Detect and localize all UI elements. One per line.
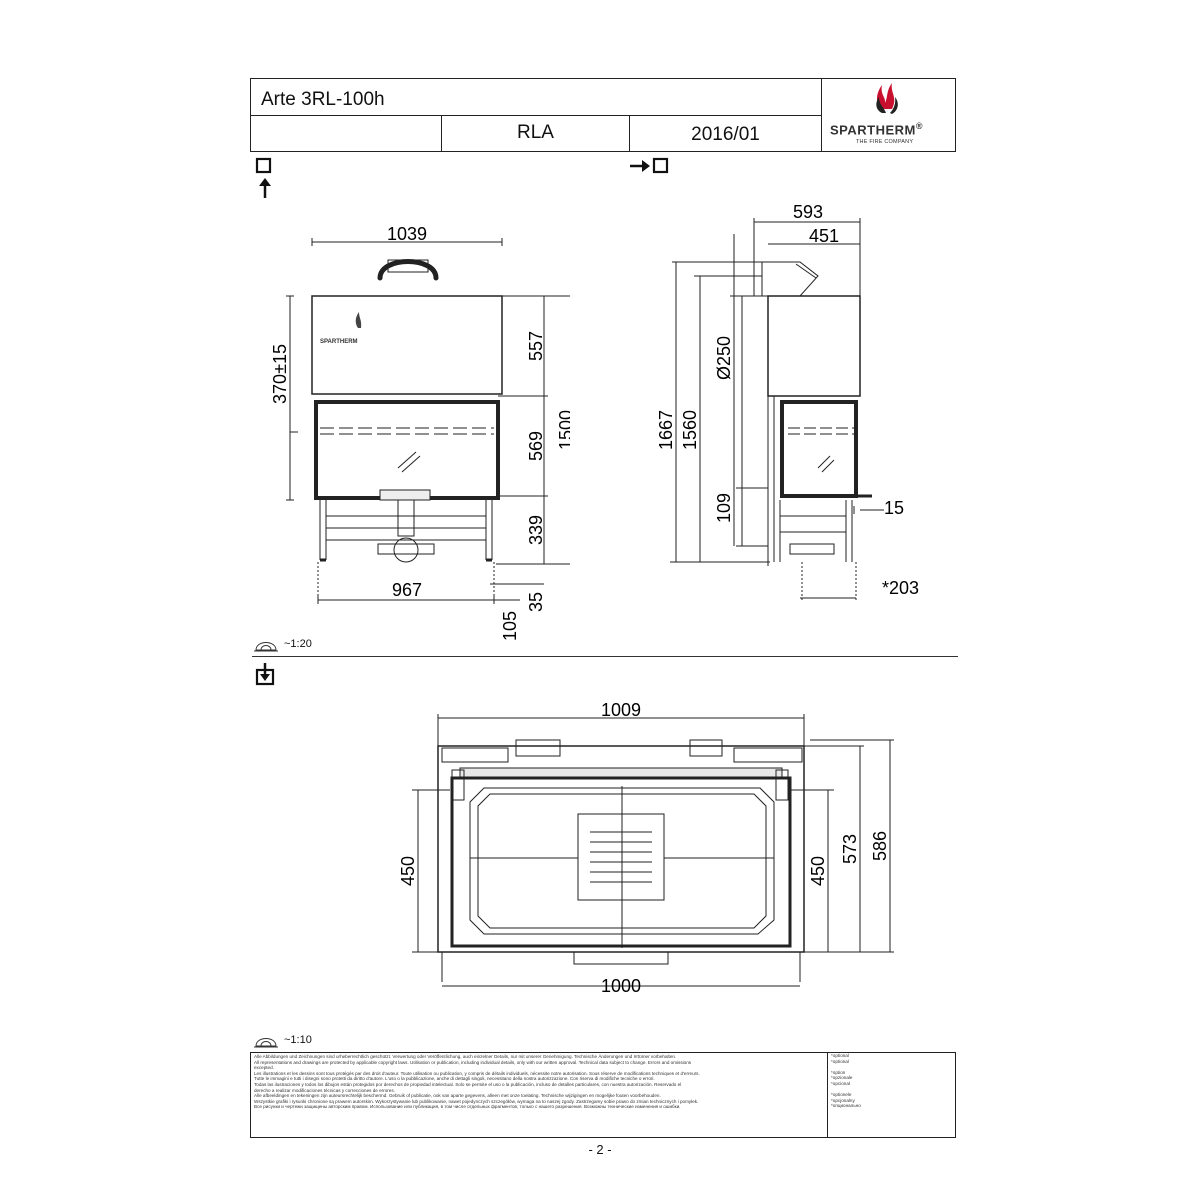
disclaimer-line: Les illustrations et les dessins sont to… [254, 1070, 700, 1076]
option-legend: *optional *optional *option *opzionale *… [827, 1053, 955, 1137]
scale-lower: ~1:10 [284, 1034, 312, 1046]
dim-front-base: 339 [526, 515, 546, 545]
option-line: *option [831, 1069, 846, 1075]
model-name: Arte 3RL-100h [251, 79, 822, 116]
dim-plan-depth-left: 450 [398, 856, 418, 886]
option-line: *opzionale [831, 1075, 853, 1081]
dim-front-glass: 569 [526, 431, 546, 461]
dim-side-option-depth: *203 [882, 578, 919, 598]
front-view-arrow-icon [255, 157, 272, 198]
option-line: *optional [831, 1058, 849, 1064]
option-line: *optional [831, 1053, 849, 1058]
revision-date: 2016/01 [630, 116, 822, 152]
section-divider [252, 656, 958, 657]
disclaimer-line: Все рисунки и чертежи защищены авторским… [254, 1104, 681, 1110]
dim-front-tolerance: 370±15 [270, 344, 290, 404]
disclaimer-line: Todas las ilustraciones y todos los dibu… [254, 1081, 682, 1087]
option-line: *optionele [831, 1092, 852, 1098]
dim-side-frame: 15 [884, 498, 904, 518]
scale-icon-upper [254, 642, 278, 652]
option-line: *опционально [831, 1103, 861, 1109]
plan-view: 1009 1000 450 450 573 586 [398, 700, 894, 996]
option-line: *opcional [831, 1080, 850, 1086]
side-view: 593 451 Ø250 1667 1560 109 15 *203 [656, 202, 919, 602]
disclaimer-line: derecho a realizar modificaciones técnic… [254, 1087, 395, 1093]
dim-front-hood: 557 [526, 331, 546, 361]
top-view-arrow-icon [255, 663, 275, 686]
dim-side-height-flue: 1667 [656, 410, 676, 450]
dim-plan-width-outer: 1009 [601, 700, 641, 720]
dim-front-width-top: 1039 [387, 224, 427, 244]
dim-plan-depth-total: 586 [870, 831, 890, 861]
dim-side-depth-body: 451 [809, 226, 839, 246]
disclaimer-line: Tutte le immagini e tutti i disegni sono… [254, 1076, 655, 1082]
dim-front-width-bottom: 967 [392, 580, 422, 600]
dim-front-foot-total: 105 [500, 611, 520, 641]
front-view: SPARTHERM 1039 967 370±15 557 569 339 15… [270, 224, 570, 641]
brand-logo: SPARTHERM® THE FIRE COMPANY [822, 79, 956, 152]
brand-name: SPARTHERM® [830, 121, 924, 138]
side-view-arrow-icon [630, 157, 669, 174]
dim-side-base-offset: 109 [714, 493, 734, 523]
copyright-notice: Alle Abbildungen und Zeichnungen sind ur… [250, 1052, 956, 1138]
disclaimer-text: Alle Abbildungen und Zeichnungen sind ur… [254, 1054, 824, 1110]
option-line: *opcjonalny [831, 1097, 855, 1103]
front-logo-text: SPARTHERM [320, 339, 358, 345]
dim-plan-width-inner: 1000 [601, 976, 641, 996]
disclaimer-line: Wszystkie grafiki i rysunki chronione są… [254, 1098, 699, 1104]
dim-front-total: 1500 [556, 410, 570, 450]
front-flame-icon [355, 312, 362, 328]
dim-plan-depth-right: 450 [808, 856, 828, 886]
scale-icon-lower [254, 1038, 278, 1048]
title-block: Arte 3RL-100h RLA 2016/01 SPARTHERM® THE… [250, 78, 956, 152]
flame-icon [876, 83, 898, 114]
disclaimer-line: Alle afbeeldingen en tekeningen zijn aut… [254, 1093, 661, 1099]
dim-plan-depth-mid: 573 [840, 834, 860, 864]
dim-front-foot: 35 [526, 592, 546, 612]
disclaimer-line: Alle Abbildungen und Zeichnungen sind ur… [254, 1054, 677, 1059]
page-number: - 2 - [588, 1142, 612, 1157]
brand-tagline: THE FIRE COMPANY [856, 139, 914, 145]
variant-code: RLA [442, 116, 630, 152]
disclaimer-line: excepted. [254, 1065, 274, 1071]
dim-side-height-body: 1560 [680, 410, 700, 450]
scale-upper: ~1:20 [284, 638, 312, 650]
title-field-empty [251, 116, 442, 152]
dim-side-flue: Ø250 [714, 336, 734, 380]
dim-side-depth-total: 593 [793, 202, 823, 222]
disclaimer-line: All representations and drawings are pro… [254, 1059, 692, 1065]
